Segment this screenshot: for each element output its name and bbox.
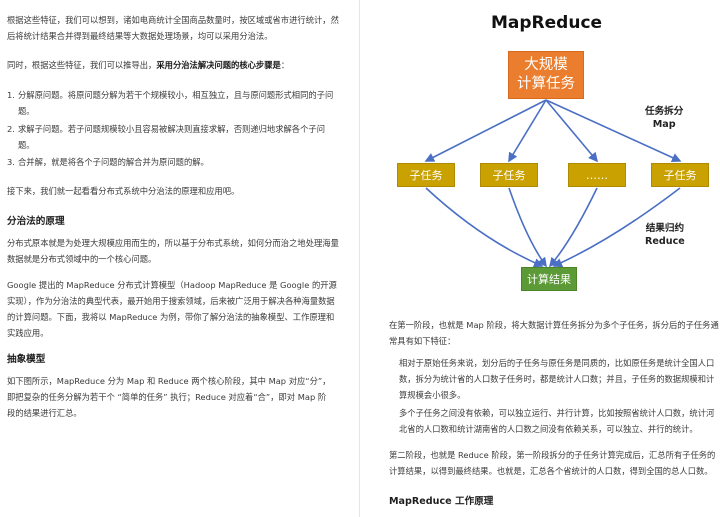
arrow-map-4 xyxy=(545,99,682,163)
arrow-reduce-4 xyxy=(552,187,681,268)
blockquote-homogeneous: 相对于原始任务来说，划分后的子任务与原任务是同质的，比如原任务是统计全国人口 数… xyxy=(399,358,715,400)
arrow-reduce-1 xyxy=(425,187,544,268)
page-divider xyxy=(359,0,360,517)
paragraph-map-phase: 在第一阶段，也就是 Map 阶段，将大数据计算任务拆分为多个子任务，拆分后的子任… xyxy=(389,320,719,346)
subtask-box-ellipsis: …… xyxy=(568,163,626,187)
core-steps-bold: 采用分治法解决问题的核心步骤是 xyxy=(156,60,281,70)
result-box: 计算结果 xyxy=(521,267,577,291)
left-page: 根据这些特征，我们可以想到，诸如电商统计全国商品数量时，按区域或省市进行统计，然… xyxy=(0,0,358,517)
paragraph-reduce-phase: 第二阶段，也就是 Reduce 阶段，第一阶段拆分的子任务计算完成后，汇总所有子… xyxy=(389,450,716,476)
large-task-box: 大规模 计算任务 xyxy=(508,51,584,99)
paragraph-transition: 接下来，我们就一起看看分布式系统中分治法的原理和应用吧。 xyxy=(7,186,240,196)
arrow-map-3 xyxy=(545,99,599,163)
reduce-note: 结果归约 Reduce xyxy=(645,223,685,247)
list-item: 2. 求解子问题。若子问题规模较小且容易被解决则直接求解，否则递归地求解各个子问… xyxy=(7,124,325,150)
paragraph-core-steps: 同时，根据这些特征，我们可以推导出，采用分治法解决问题的核心步骤是： xyxy=(7,60,290,70)
heading-working-principle: MapReduce 工作原理 xyxy=(389,496,494,507)
right-page: MapReduce 大规模 计算任务 子任务 子任务 …… 子任务 计算结果 任… xyxy=(362,0,720,517)
arrow-map-1 xyxy=(424,99,547,162)
mapreduce-diagram: MapReduce 大规模 计算任务 子任务 子任务 …… 子任务 计算结果 任… xyxy=(362,0,720,305)
subtask-box: 子任务 xyxy=(397,163,455,187)
paragraph-intro: 根据这些特征，我们可以想到，诸如电商统计全国商品数量时，按区域或省市进行统计，然… xyxy=(7,15,339,41)
arrow-map-2 xyxy=(508,99,547,163)
diagram-title: MapReduce xyxy=(491,13,603,33)
diagram-arrows xyxy=(424,99,682,268)
heading-principle: 分治法的原理 xyxy=(7,216,65,227)
arrow-reduce-3 xyxy=(548,187,598,268)
list-item: 3. 合并解，就是将各个子问题的解合并为原问题的解。 xyxy=(7,157,209,167)
paragraph-map-reduce-phases: 如下图所示，MapReduce 分为 Map 和 Reduce 两个核心阶段，其… xyxy=(7,376,331,418)
map-note: 任务拆分 Map xyxy=(645,106,684,130)
paragraph-google-mapreduce: Google 提出的 MapReduce 分布式计算模型（Hadoop MapR… xyxy=(7,280,337,338)
paragraph-distributed: 分布式原本就是为处理大规模应用而生的，所以基于分布式系统，如何分而治之地处理海量… xyxy=(7,238,339,264)
blockquote-independent: 多个子任务之间没有依赖，可以独立运行、并行计算，比如按照省统计人口数，统计河 北… xyxy=(399,408,715,434)
arrow-reduce-2 xyxy=(508,187,547,268)
list-item: 1. 分解原问题。将原问题分解为若干个规模较小，相互独立，且与原问题形式相同的子… xyxy=(7,90,334,116)
subtask-box: 子任务 xyxy=(651,163,709,187)
subtask-box: 子任务 xyxy=(480,163,538,187)
heading-abstract-model: 抽象模型 xyxy=(7,354,46,365)
